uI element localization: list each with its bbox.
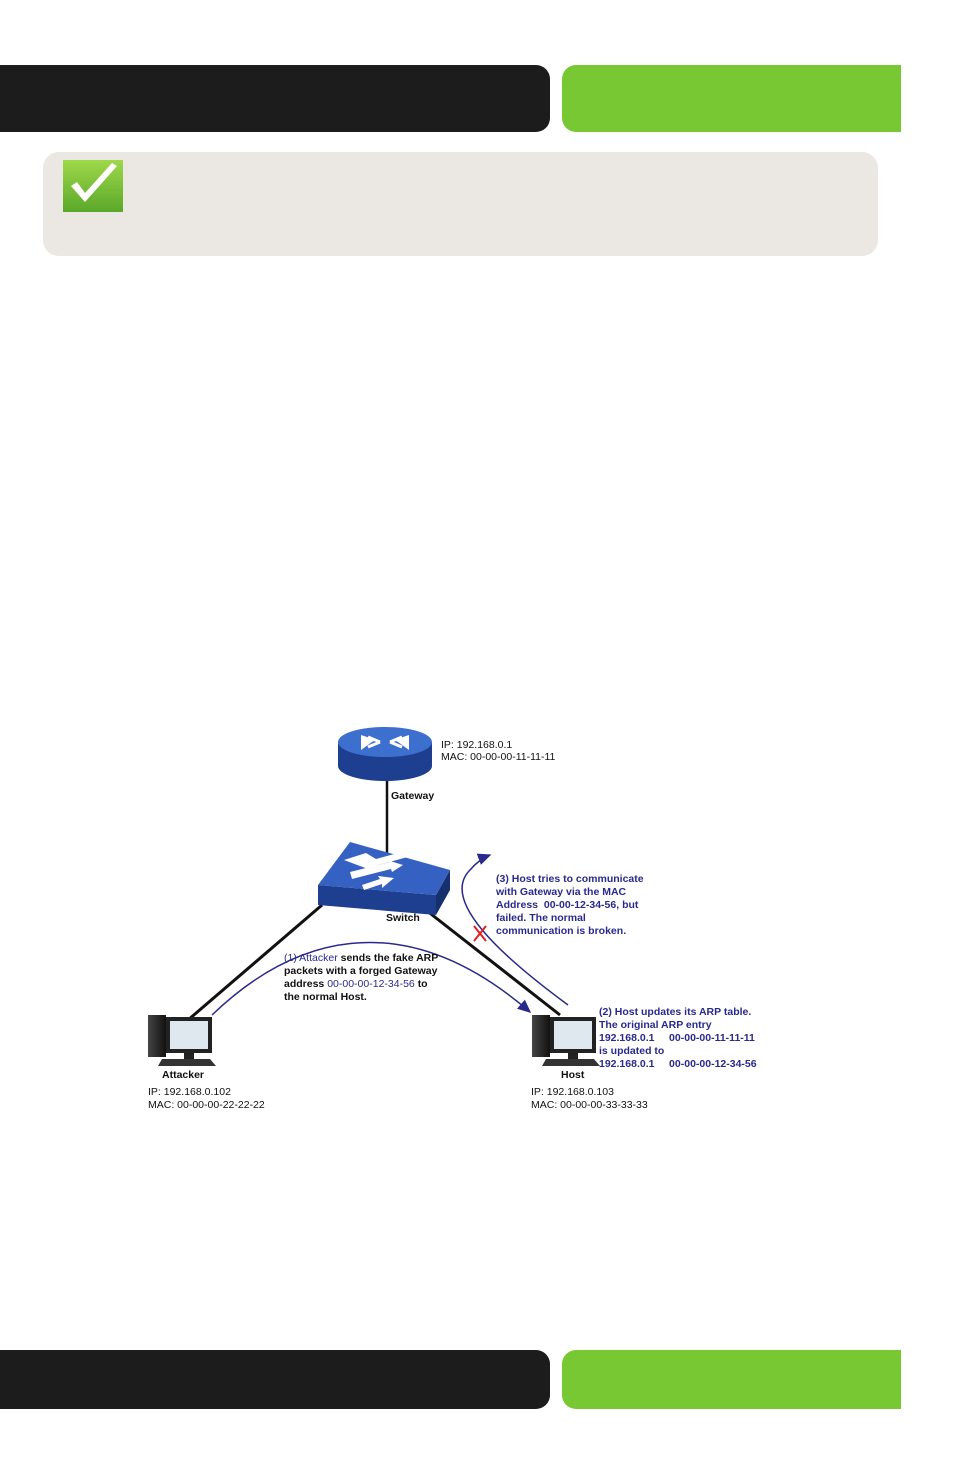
step1-line3-a: address [284, 978, 324, 990]
step1-line4: the normal Host. [284, 991, 367, 1003]
fake-arp-arrow [211, 941, 532, 1016]
switch-label: Switch [386, 912, 420, 924]
failure-x-icon [473, 925, 487, 942]
step3-line5: communication is broken. [496, 925, 626, 937]
link-switch-host [421, 905, 561, 1017]
attacker-mac: MAC: 00-00-00-22-22-22 [148, 1099, 265, 1111]
step1-rest: sends the fake ARP [341, 952, 439, 964]
link-switch-attacker [187, 903, 323, 1022]
step1-line3-b: 00-00-00-12-34-56 [327, 978, 415, 990]
step1-line3-c: to [418, 978, 428, 990]
step3-line2: with Gateway via the MAC [495, 886, 627, 898]
step1-prefix: (1) Attacker [284, 952, 338, 964]
attacker-pc-icon [148, 1015, 216, 1066]
arp-attack-diagram: IP: 192.168.0.1 MAC: 00-00-00-11-11-11 G… [140, 720, 800, 1120]
host-mac: MAC: 00-00-00-33-33-33 [531, 1099, 648, 1111]
gateway-router-icon [338, 727, 432, 781]
note-box [43, 152, 878, 256]
step3-annotation: (3) Host tries to communicate with Gatew… [495, 873, 647, 937]
attacker-label: Attacker [162, 1069, 204, 1081]
step3-line1: (3) Host tries to communicate [496, 873, 644, 885]
header-bar-dark [0, 65, 550, 132]
gateway-label: Gateway [391, 790, 434, 802]
step2-line2: The original ARP entry [599, 1019, 712, 1031]
step2-line1: (2) Host updates its ARP table. [599, 1006, 751, 1018]
step1-annotation: (1) Attacker sends the fake ARP packets … [284, 952, 441, 1003]
footer-bar-green [562, 1350, 901, 1409]
host-ip: IP: 192.168.0.103 [531, 1086, 614, 1098]
gateway-mac: MAC: 00-00-00-11-11-11 [441, 751, 556, 763]
step2-line5: 192.168.0.1 00-00-00-12-34-56 [599, 1058, 757, 1070]
host-label: Host [561, 1069, 585, 1081]
switch-icon [318, 842, 450, 915]
step3-line3: Address 00-00-12-34-56, but [496, 899, 639, 911]
step3-line4: failed. The normal [496, 912, 586, 924]
step2-line4: is updated to [599, 1045, 664, 1057]
failed-communication-arrow [461, 853, 569, 1006]
gateway-ip: IP: 192.168.0.1 [441, 739, 512, 751]
checkmark-icon [63, 160, 123, 212]
step1-line2: packets with a forged Gateway [284, 965, 438, 977]
attacker-ip: IP: 192.168.0.102 [148, 1086, 231, 1098]
header-bar-green [562, 65, 901, 132]
step2-annotation: (2) Host updates its ARP table. The orig… [599, 1006, 758, 1070]
footer-bar-dark [0, 1350, 550, 1409]
host-pc-icon [532, 1015, 600, 1066]
step2-line3: 192.168.0.1 00-00-00-11-11-11 [599, 1032, 755, 1044]
